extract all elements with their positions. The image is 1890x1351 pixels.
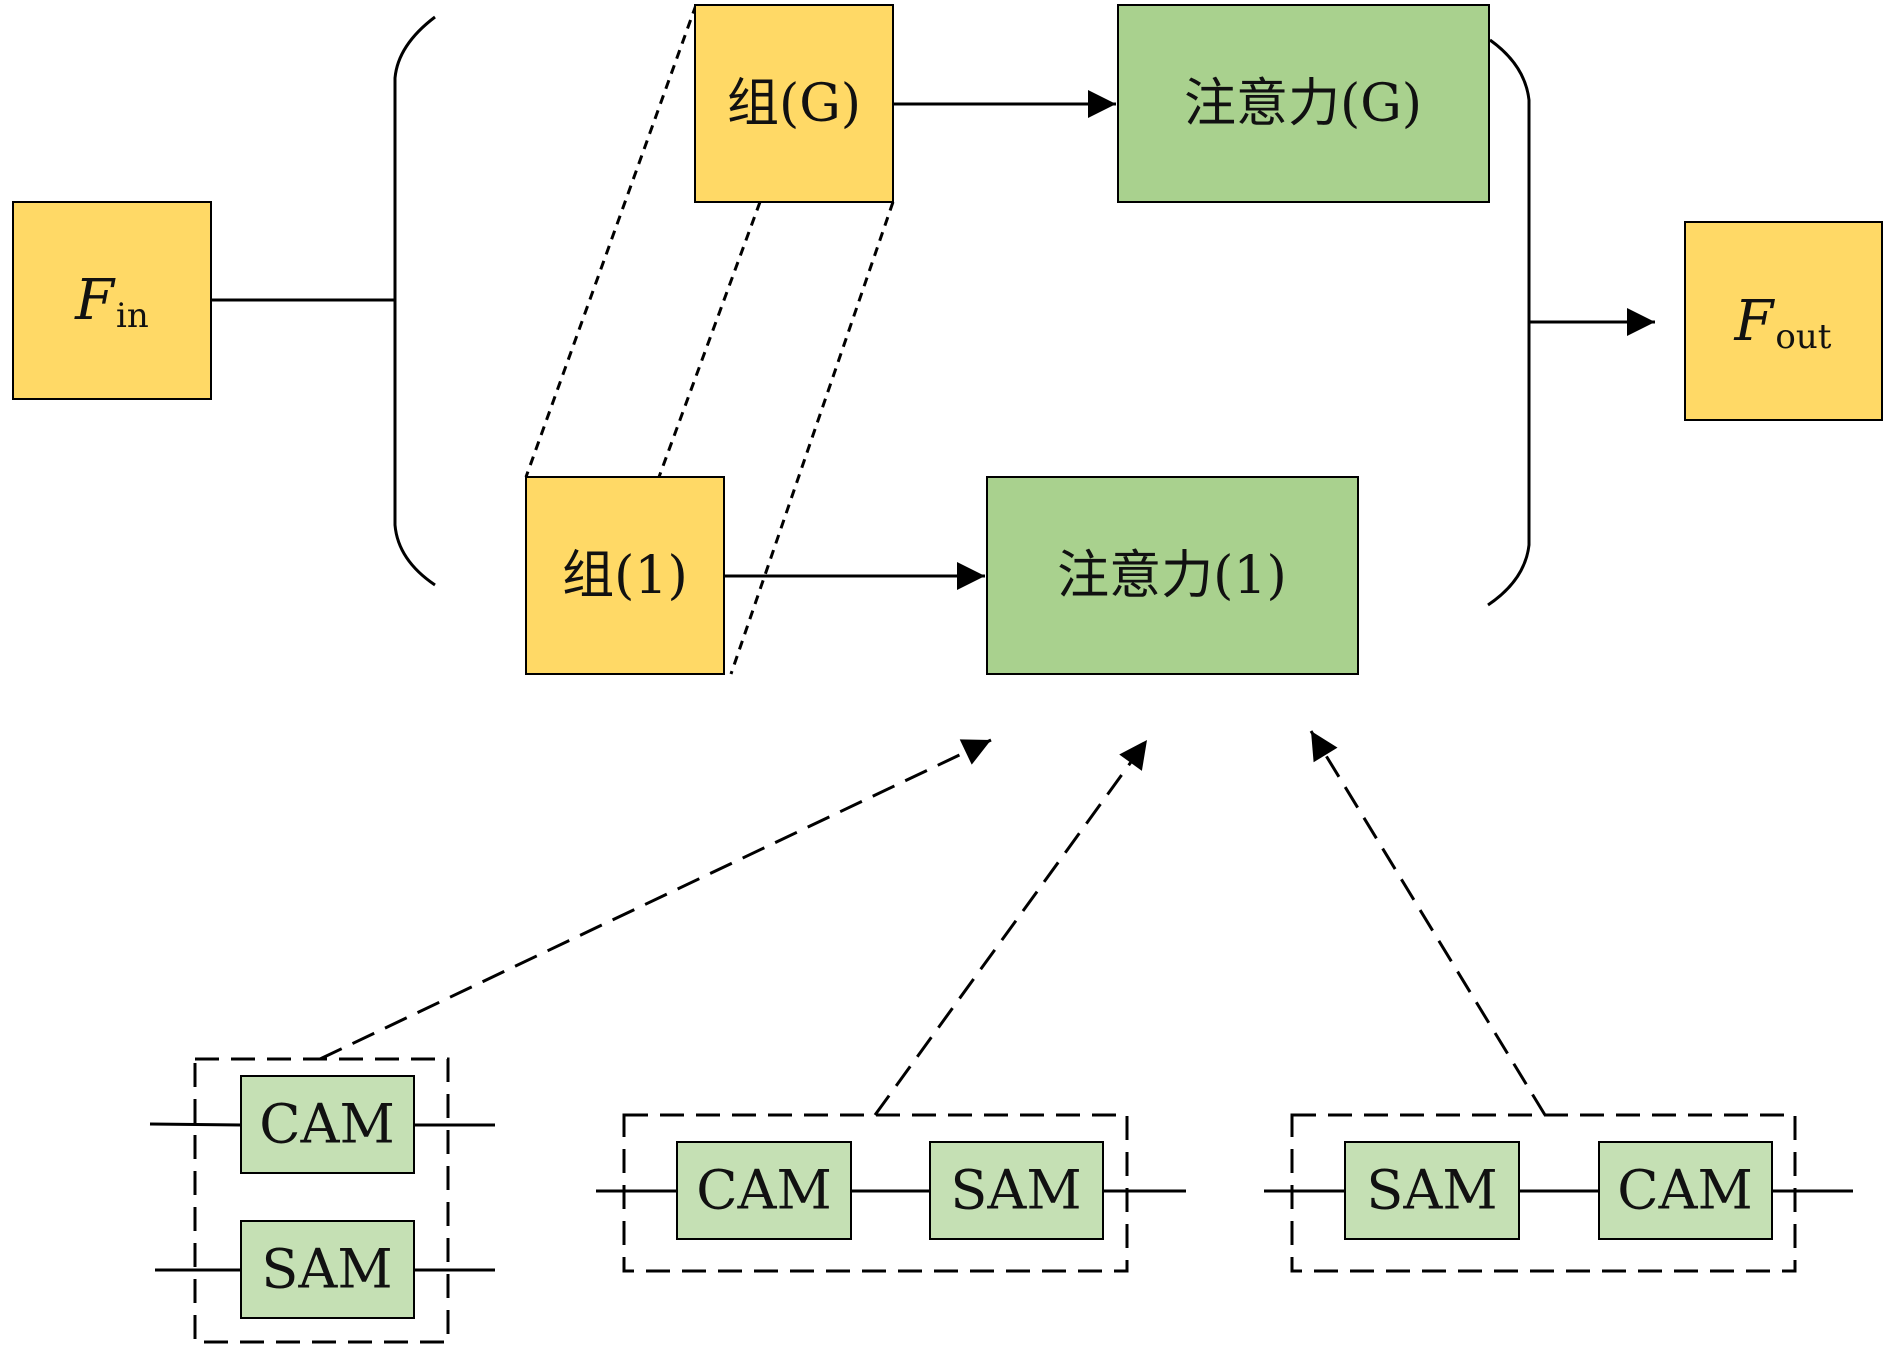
attention-g-label: 注意力(G) bbox=[1184, 74, 1422, 134]
left-brace bbox=[393, 15, 436, 587]
variant-3-module-1-label: SAM bbox=[1366, 1159, 1497, 1222]
input-symbol: F bbox=[74, 268, 116, 333]
variant-arrows bbox=[319, 730, 1547, 1116]
variant-2-module-2-label: SAM bbox=[950, 1159, 1081, 1222]
variant-parallel: CAM SAM bbox=[149, 1057, 495, 1344]
group-g-block: 组(G) bbox=[694, 4, 894, 203]
variant-sequential-cam-sam: CAM SAM bbox=[596, 1113, 1186, 1273]
output-subscript: out bbox=[1775, 317, 1831, 357]
variant-2-module-1: CAM bbox=[676, 1141, 852, 1240]
group-g-label: 组(G) bbox=[727, 74, 861, 134]
attention-g-block: 注意力(G) bbox=[1117, 4, 1490, 203]
right-brace bbox=[1487, 38, 1531, 607]
variant-3-module-2-label: CAM bbox=[1617, 1159, 1753, 1222]
variant-1-module-1: CAM bbox=[240, 1075, 415, 1174]
variant-3-module-1: SAM bbox=[1344, 1141, 1520, 1240]
variant-1-module-1-label: CAM bbox=[259, 1093, 395, 1156]
output-block: Fout bbox=[1684, 221, 1883, 421]
svg-text:Fin: Fin bbox=[74, 268, 149, 337]
group-stack-lines bbox=[524, 4, 895, 675]
group-1-block: 组(1) bbox=[525, 476, 725, 675]
svg-text:Fout: Fout bbox=[1734, 289, 1832, 358]
group-1-label: 组(1) bbox=[562, 546, 688, 606]
variant-1-module-2: SAM bbox=[240, 1220, 415, 1319]
variant-3-module-2: CAM bbox=[1598, 1141, 1773, 1240]
output-symbol: F bbox=[1734, 289, 1776, 354]
attention-1-label: 注意力(1) bbox=[1057, 546, 1287, 606]
variant-2-module-2: SAM bbox=[929, 1141, 1104, 1240]
variant-2-module-1-label: CAM bbox=[696, 1159, 832, 1222]
input-block: Fin bbox=[12, 201, 212, 400]
variant-1-module-2-label: SAM bbox=[261, 1238, 392, 1301]
variant-sequential-sam-cam: SAM CAM bbox=[1264, 1113, 1853, 1273]
input-subscript: in bbox=[116, 296, 149, 336]
attention-1-block: 注意力(1) bbox=[986, 476, 1359, 675]
